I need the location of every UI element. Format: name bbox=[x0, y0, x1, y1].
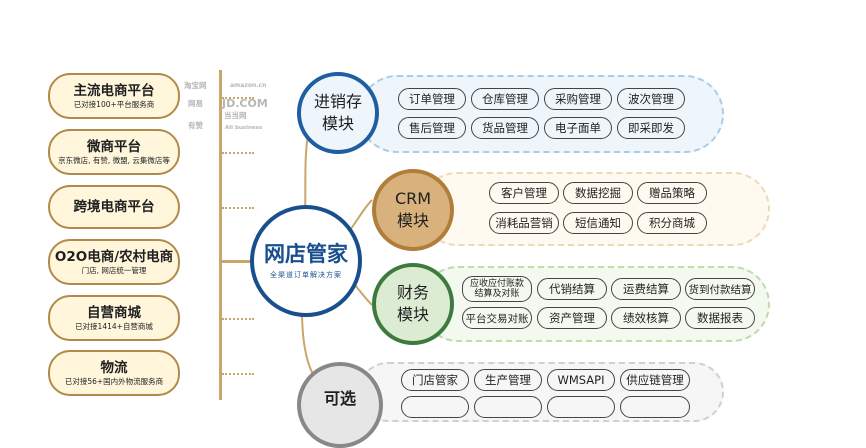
module-circle-finance: 财务 模块 bbox=[372, 263, 454, 345]
connector-dots bbox=[222, 152, 254, 154]
hub-title: 网店管家 bbox=[264, 242, 348, 266]
module-name-line2: 模块 bbox=[321, 114, 354, 133]
connector-dots bbox=[222, 207, 254, 209]
tag-warehouse-mgmt: 仓库管理 bbox=[471, 88, 539, 110]
tag-platform-reconcile: 平台交易对账 bbox=[462, 307, 532, 329]
left-item-wechat: 微商平台 京东微店, 有赞, 微盟, 云集微店等 bbox=[48, 129, 180, 175]
connector-dots bbox=[222, 97, 254, 99]
tag-row-partial bbox=[620, 396, 690, 418]
tag-order-mgmt: 订单管理 bbox=[398, 88, 466, 110]
left-item-title: 物流 bbox=[100, 359, 128, 376]
module-name: 财务 bbox=[396, 283, 429, 302]
left-item-sub: 已对接56+国内外物流服务商 bbox=[64, 376, 164, 386]
youzan-logo: 有赞 bbox=[188, 121, 203, 130]
tag-cod-settle: 货到付款结算 bbox=[685, 278, 755, 300]
left-item-main-ecommerce: 主流电商平台 已对接100+平台服务商 bbox=[48, 73, 180, 119]
module-name: 进销存 bbox=[313, 92, 362, 111]
tag-customer-mgmt: 客户管理 bbox=[489, 182, 559, 204]
jd-logo: JD.COM bbox=[222, 97, 268, 110]
tag-data-mining: 数据挖掘 bbox=[563, 182, 633, 204]
tag-wave-mgmt: 波次管理 bbox=[617, 88, 685, 110]
allbusiness-logo: All business bbox=[225, 125, 263, 131]
tag-wmsapi: WMSAPI bbox=[547, 369, 615, 391]
tag-row-partial bbox=[401, 396, 469, 418]
trunk-line bbox=[219, 70, 222, 400]
left-item-title: 微商平台 bbox=[87, 138, 141, 155]
tag-row-partial bbox=[547, 396, 615, 418]
module-name: CRM bbox=[394, 189, 432, 208]
module-name-line2: 模块 bbox=[396, 211, 429, 230]
module-circle-crm: CRM 模块 bbox=[372, 169, 454, 251]
left-item-sub: 已对接100+平台服务商 bbox=[73, 99, 155, 109]
tag-freight-settle: 运费结算 bbox=[611, 278, 681, 300]
tag-points-mall: 积分商城 bbox=[637, 212, 707, 234]
left-item-title: O2O电商/农村电商 bbox=[54, 248, 174, 265]
left-item-title: 自营商城 bbox=[87, 304, 141, 321]
tag-consumable-marketing: 消耗品营销 bbox=[489, 212, 559, 234]
dangdang-logo: 当当网 bbox=[224, 111, 247, 120]
hub-link bbox=[222, 260, 252, 263]
tag-goods-mgmt: 货品管理 bbox=[471, 117, 539, 139]
hub-subtitle: 全渠道订单解决方案 bbox=[270, 271, 342, 279]
tag-sms-notify: 短信通知 bbox=[563, 212, 633, 234]
tag-e-waybill: 电子面单 bbox=[544, 117, 612, 139]
taobao-logo: 淘宝网 bbox=[184, 81, 207, 90]
left-item-logistics: 物流 已对接56+国内外物流服务商 bbox=[48, 350, 180, 396]
tag-row-partial bbox=[474, 396, 542, 418]
tag-purchase-mgmt: 采购管理 bbox=[544, 88, 612, 110]
tag-consignment-settle: 代销结算 bbox=[537, 278, 607, 300]
netease-logo: 网易 bbox=[188, 99, 203, 108]
connector-dots bbox=[222, 373, 254, 375]
module-name: 可选 bbox=[323, 389, 356, 408]
connector-dots bbox=[222, 318, 254, 320]
tag-instant-purchase: 即采即发 bbox=[617, 117, 685, 139]
module-circle-optional: 可选 bbox=[297, 362, 383, 448]
left-item-sub: 门店, 网店统一管理 bbox=[81, 265, 147, 275]
hub-circle: 网店管家 全渠道订单解决方案 bbox=[250, 205, 362, 317]
left-item-o2o: O2O电商/农村电商 门店, 网店统一管理 bbox=[48, 239, 180, 285]
left-item-crossborder: 跨境电商平台 bbox=[48, 185, 180, 229]
module-name-line2: 模块 bbox=[396, 305, 429, 324]
tag-aftersale-mgmt: 售后管理 bbox=[398, 117, 466, 139]
left-item-selfmall: 自营商城 已对接1414+自营商城 bbox=[48, 295, 180, 341]
tag-performance: 绩效核算 bbox=[611, 307, 681, 329]
module-circle-inventory: 进销存 模块 bbox=[297, 72, 379, 154]
left-item-title: 跨境电商平台 bbox=[73, 199, 155, 215]
left-item-sub: 已对接1414+自营商城 bbox=[75, 321, 153, 331]
module-band-inventory bbox=[358, 75, 724, 153]
tag-store-manager: 门店管家 bbox=[401, 369, 469, 391]
left-item-sub: 京东微店, 有赞, 微盟, 云集微店等 bbox=[58, 155, 170, 165]
tag-production-mgmt: 生产管理 bbox=[474, 369, 542, 391]
tag-receivable-payable: 应收应付账款结算及对账 bbox=[462, 276, 532, 302]
tag-asset-mgmt: 资产管理 bbox=[537, 307, 607, 329]
tag-data-report: 数据报表 bbox=[685, 307, 755, 329]
left-item-title: 主流电商平台 bbox=[73, 82, 155, 99]
amazon-logo: amazon.cn bbox=[230, 82, 267, 89]
tag-gift-strategy: 赠品策略 bbox=[637, 182, 707, 204]
tag-supply-chain: 供应链管理 bbox=[620, 369, 690, 391]
